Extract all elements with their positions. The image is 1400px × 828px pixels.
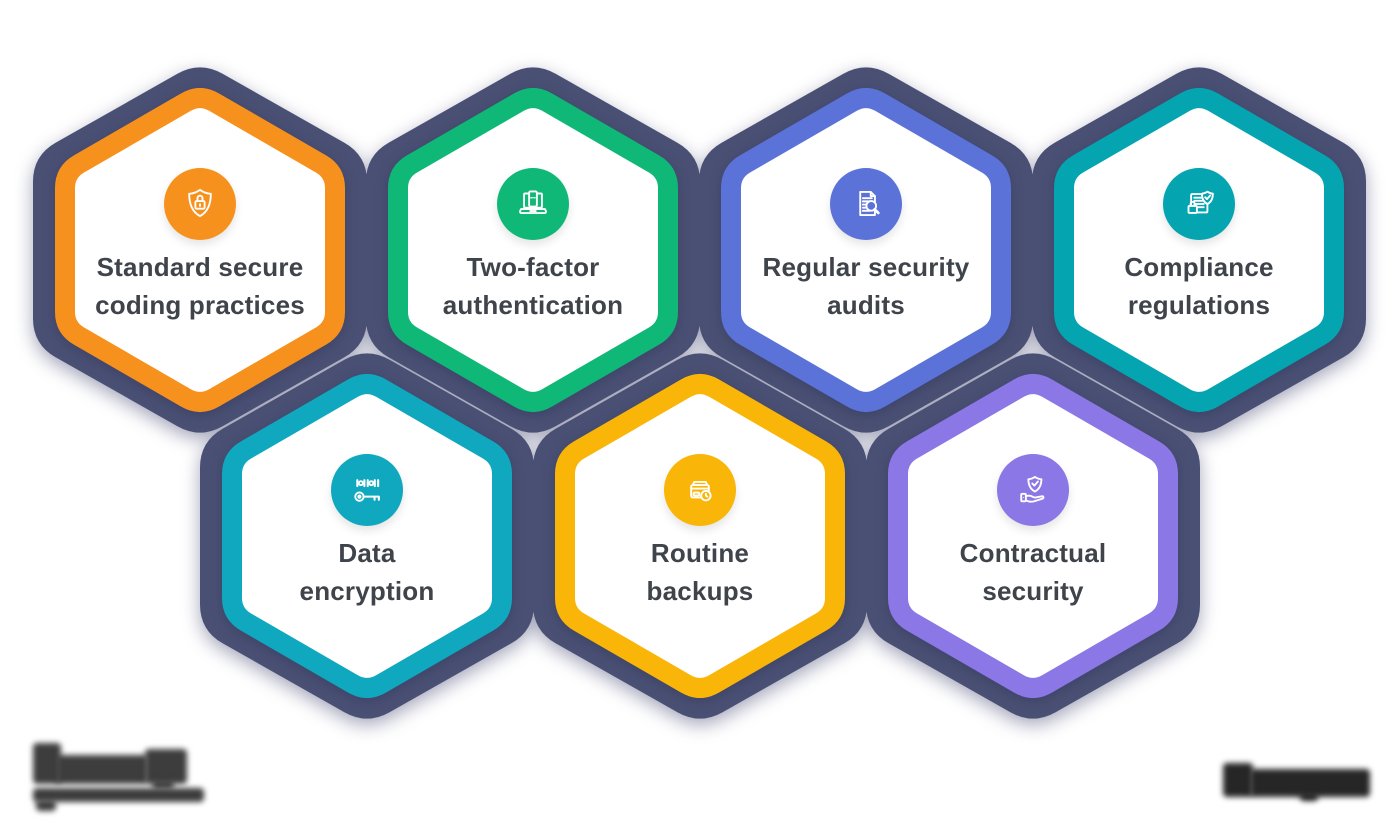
label-line: audits — [827, 290, 905, 320]
hexagon-regular-security-audits: Regular security audits — [731, 168, 1001, 324]
label-line: encryption — [299, 576, 435, 606]
hexagon-compliance-regulations: Compliance regulations — [1064, 168, 1334, 324]
hexagon-data-encryption: Data encryption — [232, 454, 502, 610]
hexagon-contractual-security: Contractual security — [898, 454, 1168, 610]
blur-block — [56, 755, 148, 784]
blur-block — [36, 800, 56, 811]
audit-document-magnifier-icon — [830, 168, 902, 240]
label-line: Compliance — [1124, 252, 1274, 282]
hexagon-border-routine-backups — [555, 374, 845, 698]
redacted-tagline-left — [33, 788, 204, 802]
label-line: Standard secure — [96, 252, 304, 282]
hexagon-border-contractual-security — [888, 374, 1178, 698]
hexagon-label: Contractual security — [898, 534, 1168, 610]
label-line: backups — [646, 576, 754, 606]
compliance-shield-document-icon — [1163, 168, 1235, 240]
label-line: authentication — [442, 290, 624, 320]
backup-box-clock-icon — [664, 454, 736, 526]
label-line: coding practices — [95, 290, 305, 320]
hexagon-border-regular-security-audits — [721, 88, 1011, 412]
encryption-key-binary-icon — [331, 454, 403, 526]
hand-shield-icon — [997, 454, 1069, 526]
hexagon-two-factor-authentication: Two-factor authentication — [398, 168, 668, 324]
hexagon-label: Two-factor authentication — [398, 248, 668, 324]
label-line: Data — [338, 538, 396, 568]
hexagon-border-standard-secure-coding-practices — [55, 88, 345, 412]
hexagon-border-compliance-regulations — [1054, 88, 1344, 412]
label-line: security — [982, 576, 1084, 606]
label-line: Regular security — [762, 252, 970, 282]
blur-block — [145, 749, 187, 784]
label-line: Routine — [650, 538, 750, 568]
laptop-2fa-icon — [497, 168, 569, 240]
label-line: regulations — [1127, 290, 1271, 320]
hexagon-label: Data encryption — [232, 534, 502, 610]
blur-block — [152, 780, 174, 789]
blur-block — [1300, 792, 1318, 801]
hexagon-label: Regular security audits — [731, 248, 1001, 324]
hexagon-standard-secure-coding-practices: Standard secure coding practices — [65, 168, 335, 324]
shield-lock-icon — [164, 168, 236, 240]
label-line: Contractual — [959, 538, 1107, 568]
hexagon-routine-backups: Routine backups — [565, 454, 835, 610]
label-line: Two-factor — [466, 252, 600, 282]
hexagon-label: Compliance regulations — [1064, 248, 1334, 324]
hexagon-label: Routine backups — [565, 534, 835, 610]
hexagon-label: Standard secure coding practices — [65, 248, 335, 324]
hexagon-border-two-factor-authentication — [388, 88, 678, 412]
blur-block — [1223, 763, 1253, 797]
hexagon-border-data-encryption — [222, 374, 512, 698]
